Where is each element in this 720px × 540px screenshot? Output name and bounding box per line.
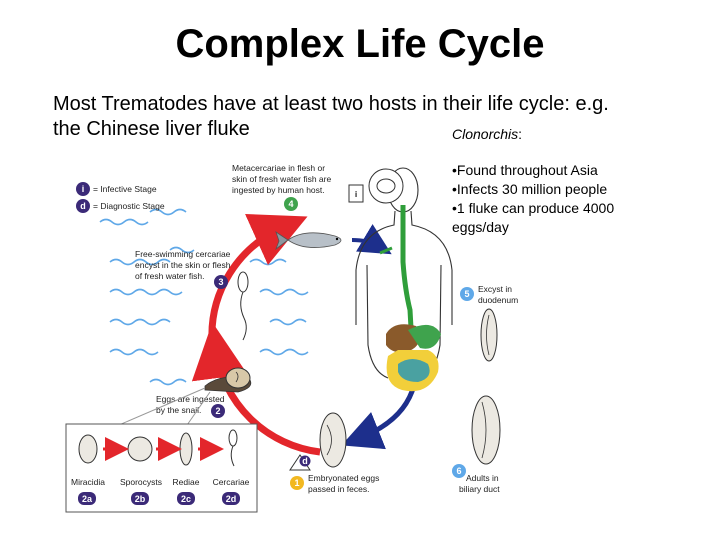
infective-marker: i <box>355 189 357 199</box>
snail-stage-code: 2c <box>181 494 191 504</box>
redia-icon <box>179 432 193 466</box>
stage-5-badge-icon <box>460 287 474 301</box>
legend-d: d <box>80 201 86 211</box>
stage-3-badge-icon <box>214 275 228 289</box>
stomach <box>408 324 441 349</box>
stage-1-num: 1 <box>294 478 299 488</box>
stage-3-line: Free-swimming cercariae <box>135 249 231 259</box>
inset-cercaria-icon <box>228 429 238 467</box>
diagnostic-marker-text: d <box>302 456 308 466</box>
genus-name: Clonorchis <box>452 126 519 142</box>
stage-6-line: biliary duct <box>459 484 500 494</box>
small-intestine <box>398 359 430 382</box>
snail-stage-code: 2d <box>226 494 237 504</box>
egg-icon <box>319 412 347 468</box>
mouth-tube <box>379 246 393 255</box>
stage-3: Free-swimming cercariae encyst in the sk… <box>135 249 231 289</box>
stage-1-badge-icon <box>290 476 304 490</box>
metacercaria-icon <box>368 168 404 204</box>
stage-5-num: 5 <box>464 289 469 299</box>
stage-5-line: duodenum <box>478 295 518 305</box>
legend-diagnostic: = Diagnostic Stage <box>93 201 165 211</box>
stage-3-line: encyst in the skin or flesh <box>135 260 231 270</box>
stage-4-num: 4 <box>288 199 293 209</box>
stage-4-line: ingested by human host. <box>232 185 325 195</box>
cycle-arrow-snail-to-fish <box>208 213 308 341</box>
infective-icon <box>348 184 364 203</box>
inset-connector <box>111 387 211 429</box>
stage-4-badge-icon <box>284 197 298 211</box>
stage-2c-badge-icon <box>177 492 195 505</box>
legend: i = Infective Stage d = Diagnostic Stage <box>76 182 165 213</box>
snail-stages-inset: Miracidia Sporocysts Rediae Cercariae 2a… <box>65 423 258 513</box>
snail-icon <box>204 367 252 393</box>
diagnostic-marker-icon <box>299 455 311 467</box>
stage-6-line: Adults in <box>466 473 499 483</box>
genus-colon: : <box>518 126 523 142</box>
snail-stage-name: Rediae <box>173 477 200 487</box>
snail-stage-name: Cercariae <box>213 477 250 487</box>
legend-i: i <box>82 184 85 194</box>
snail-stage-name: Sporocysts <box>120 477 162 487</box>
cycle-arrow-egg-to-snail <box>191 322 321 456</box>
fact-item: •Infects 30 million people <box>452 181 608 197</box>
stage-6-badge-icon <box>452 464 466 478</box>
fact-item: •Found throughout Asia <box>452 162 598 178</box>
stage-3-line: of fresh water fish. <box>135 271 204 281</box>
fish-icon <box>275 231 342 251</box>
diagnostic-badge-icon <box>76 199 90 213</box>
stage-4: Metacercariae in flesh or skin of fresh … <box>232 163 331 211</box>
stage-5-line: Excyst in <box>478 284 512 294</box>
sporocyst-icon <box>127 436 153 462</box>
cercaria-icon <box>237 271 249 341</box>
stage-1-line: Embryonated eggs <box>308 473 379 483</box>
stage-2-num: 2 <box>215 406 220 416</box>
fact-item: •1 fluke can produce 4000 eggs/day <box>452 200 615 235</box>
stage-5: 5 Excyst in duodenum <box>460 284 518 305</box>
arrow-human-to-egg <box>341 384 417 450</box>
stage-2a-badge-icon <box>78 492 96 505</box>
stage-6: 6 Adults in biliary duct <box>452 464 500 494</box>
water-waves <box>99 208 309 386</box>
intro-text: Most Trematodes have at least two hosts … <box>53 93 609 140</box>
side-facts: Clonorchis: •Found throughout Asia •Infe… <box>452 125 672 237</box>
stage-3-num: 3 <box>218 277 223 287</box>
adult-fluke-icon <box>471 395 501 465</box>
miracidium-icon <box>78 434 98 464</box>
snail-stage-code: 2a <box>82 494 93 504</box>
stage-2-line: Eggs are ingested <box>156 394 225 404</box>
stage-2-line: by the snail. <box>156 405 201 415</box>
slide-title: Complex Life Cycle <box>175 22 545 66</box>
stage-1-line: passed in feces. <box>308 484 369 494</box>
snail-stage-name: Miracidia <box>71 477 105 487</box>
stage-2: Eggs are ingested by the snail. 2 <box>156 394 225 418</box>
legend-infective: = Infective Stage <box>93 184 157 194</box>
stage-1: 1 Embryonated eggs passed in feces. <box>290 473 379 494</box>
esophagus <box>400 205 414 329</box>
stage-4-line: Metacercariae in flesh or <box>232 163 325 173</box>
stage-2d-badge-icon <box>222 492 240 505</box>
stage-4-line: skin of fresh water fish are <box>232 174 331 184</box>
excyst-fluke-icon <box>480 308 498 362</box>
facts-list: •Found throughout Asia •Infects 30 milli… <box>452 161 672 237</box>
snail-stage-code: 2b <box>135 494 146 504</box>
stage-2-badge-icon <box>211 404 225 418</box>
stage-6-num: 6 <box>456 466 461 476</box>
stage-2b-badge-icon <box>131 492 149 505</box>
infective-badge-icon <box>76 182 90 196</box>
